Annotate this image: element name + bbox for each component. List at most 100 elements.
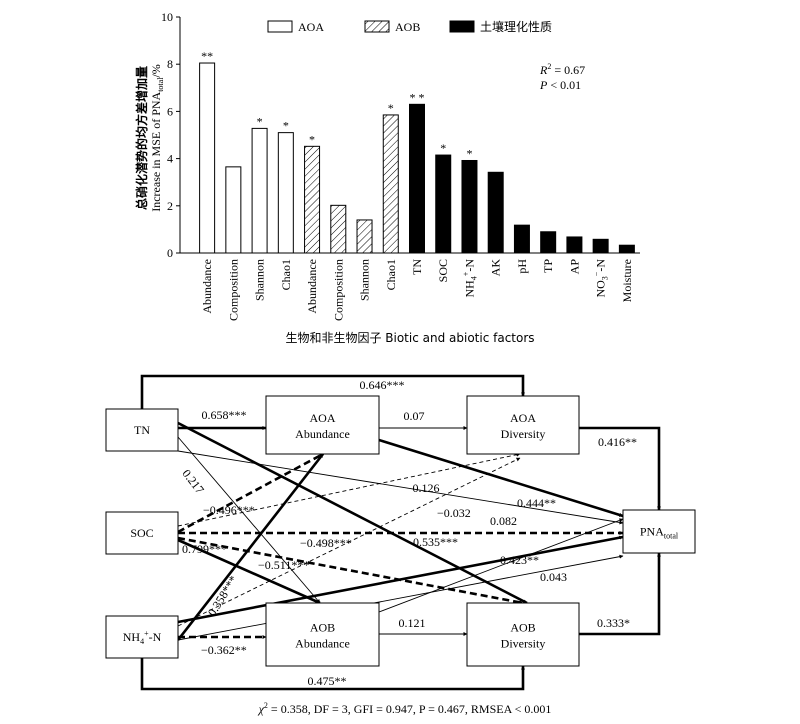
path-aoa-div-to-pna [579, 426, 661, 511]
x-tick-label: TN [410, 259, 424, 275]
path-tn-to-aoa-div [140, 374, 525, 409]
x-tick-label: Composition [226, 259, 240, 321]
bar-soil-soc [435, 154, 452, 254]
y-tick-label: 6 [167, 104, 173, 118]
node-sublabel: Diversity [501, 427, 546, 441]
path-tn-to-aob-ab [177, 436, 321, 604]
node-label: AOA [510, 411, 536, 425]
x-tick-label: Chao1 [279, 259, 293, 290]
x-axis-title: 生物和非生物因子 Biotic and abiotic factors [285, 331, 534, 345]
bar-aoa-composition [225, 166, 242, 254]
x-tick-label: Chao1 [384, 259, 398, 290]
path-coefficient: −0.362** [201, 643, 247, 657]
bar-soil-nh4-n [461, 159, 478, 254]
path-coefficient: 0.658*** [202, 408, 247, 422]
y-axis-title-cn: 总硝化潜势的均方差增加量 [134, 66, 149, 210]
path-coefficient: 0.333* [597, 616, 630, 630]
legend-label-aoa: AOA [298, 20, 324, 34]
path-coefficient: −0.498*** [300, 536, 352, 550]
node-label: NH4+-N [123, 629, 162, 646]
path-nh4-to-aoa-ab [176, 453, 325, 641]
x-tick-label: SOC [436, 259, 450, 282]
bar-aoa-abundance [199, 62, 216, 254]
legend-item-aob: AOB [364, 20, 420, 34]
sem-nodes: TNSOCNH4+-NAOAAbundanceAOADiversityAOBAb… [105, 395, 696, 667]
sem-edges [140, 374, 661, 691]
path-nh4-to-pna [177, 554, 624, 641]
path-coefficient: −0.032 [437, 506, 471, 520]
legend-item-soil: 土壤理化性质 [449, 19, 552, 34]
node-pna: PNAtotal [622, 509, 696, 554]
path-coefficient: 0.416** [598, 435, 637, 449]
y-tick-label: 10 [161, 10, 173, 24]
p-value-annotation: P < 0.01 [539, 78, 581, 92]
legend-swatch-soil [449, 20, 475, 33]
path-coefficient: 0.444** [517, 496, 556, 510]
node-nh4: NH4+-N [105, 615, 179, 659]
path-coefficient: 0.082 [490, 514, 517, 528]
node-box [105, 408, 179, 452]
path-soc-to-aob-ab [177, 538, 321, 605]
node-label: AOB [310, 621, 335, 635]
node-box [105, 511, 179, 555]
x-tick-label: NO3−-N [593, 259, 610, 298]
node-sublabel: Abundance [295, 637, 350, 651]
bar-aoa-chao1 [277, 132, 294, 254]
path-diagram: 0.646*** 0.658*** 0.07 0.416** 0.217 0.126 0.5… [105, 374, 696, 716]
path-coefficient: 0.043 [540, 570, 567, 584]
y-tick-label: 8 [167, 57, 173, 71]
node-box [466, 395, 580, 455]
bar-soil-ak [487, 171, 504, 254]
path-soc-to-aoa-ab [177, 452, 324, 534]
path-coefficient: 0.07 [404, 409, 425, 423]
path-coefficient: 0.646*** [360, 378, 405, 392]
x-tick-label: Shannon [358, 259, 372, 301]
path-nh4-to-pna [177, 535, 624, 624]
bar-aob-shannon [356, 219, 373, 254]
legend-label-aob: AOB [395, 20, 420, 34]
bar-aoa-shannon [251, 127, 268, 254]
x-tick-label: Composition [331, 259, 345, 321]
path-coefficient: 0.217 [179, 467, 207, 497]
legend-item-aoa: AOA [267, 20, 324, 34]
path-coefficient: 0.423** [500, 553, 539, 567]
path-coefficient: 0.126 [413, 481, 440, 495]
path-soc-to-aob-div [177, 536, 524, 605]
path-aob-div-to-pna [579, 552, 661, 636]
bar-soil-ph [513, 224, 530, 254]
x-tick-label: pH [515, 259, 529, 274]
node-box [466, 602, 580, 667]
path-tn-to-aob-div [177, 421, 528, 605]
bar-aob-composition [330, 204, 347, 254]
bars: ******* *** [199, 49, 635, 254]
path-tn-to-pna [177, 450, 624, 525]
significance-marker: * [440, 141, 446, 155]
node-aoa-div: AOA Diversity [466, 395, 580, 455]
node-label: AOB [510, 621, 535, 635]
bar-soil-tn [409, 103, 425, 254]
x-tick-label: Shannon [253, 259, 267, 301]
path-coefficient: 0.799*** [182, 542, 227, 556]
significance-marker: * [388, 101, 394, 115]
legend-swatch-aoa [267, 20, 293, 33]
node-label: PNAtotal [640, 525, 679, 541]
x-tick-label: AK [489, 259, 503, 277]
x-tick-label: Abundance [200, 259, 214, 314]
significance-marker: * [257, 114, 263, 128]
path-coefficient: 0.535*** [413, 535, 458, 549]
x-tick-label: NH4+-N [461, 259, 478, 298]
bar-aob-abundance [304, 145, 321, 254]
path-soc-to-aoa-div [177, 452, 521, 527]
significance-marker: * [466, 146, 472, 160]
node-label: AOA [310, 411, 336, 425]
path-coefficient: 0.475** [308, 674, 347, 688]
path-coefficient: 0.121 [399, 616, 426, 630]
bar-soil-tp [540, 231, 557, 254]
significance-marker: ** [201, 49, 213, 63]
node-aob-ab: AOB Abundance [265, 602, 380, 667]
y-tick-label: 4 [167, 152, 173, 166]
